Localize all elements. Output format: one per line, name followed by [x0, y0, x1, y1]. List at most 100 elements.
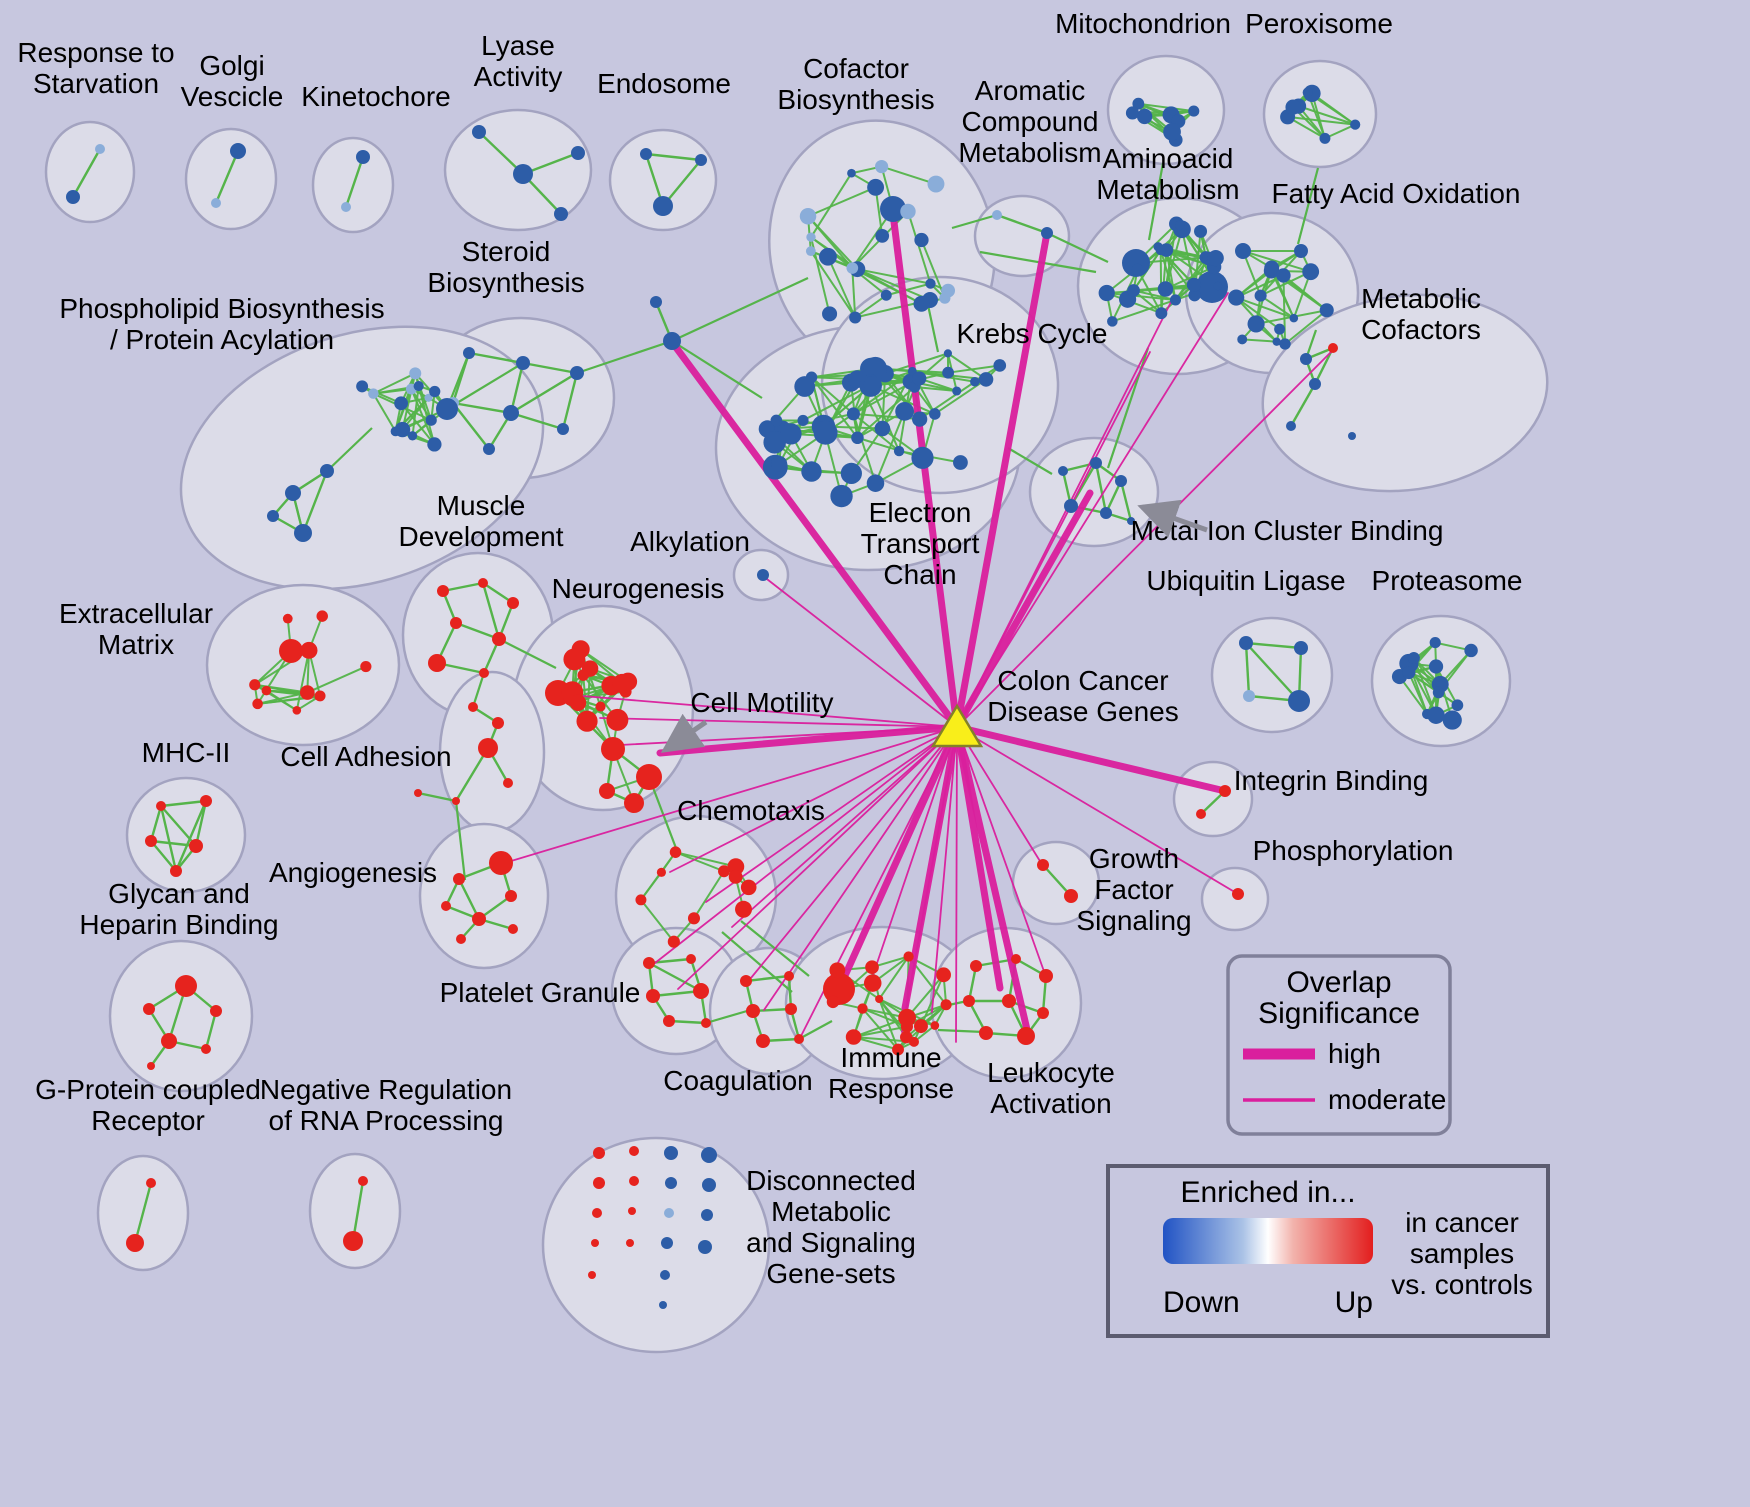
gene-set-node: [857, 1003, 868, 1014]
gene-set-node: [557, 423, 569, 435]
gene-set-node: [316, 610, 328, 622]
gene-set-node: [95, 144, 105, 154]
gene-set-node: [1294, 244, 1308, 258]
gene-set-node: [261, 685, 272, 696]
cluster-golgi-vescicle-ellipse: [184, 127, 278, 231]
gene-set-node: [516, 356, 530, 370]
gene-set-node: [927, 175, 945, 193]
cluster-golgi-vescicle-edges: [214, 150, 240, 204]
cluster-response-to-starvation-nodes: [66, 144, 105, 204]
gene-set-node: [826, 995, 840, 1009]
cluster-krebs-etc-label: Krebs Cycle: [957, 318, 1108, 349]
gene-set-node: [267, 510, 279, 522]
gene-set-node: [407, 431, 418, 441]
gene-set-overlap-edge: [410, 388, 436, 445]
cluster-negative-regulation-of-rna-processing-edges: [351, 1180, 365, 1242]
overlap-significance-moderate-edge: [762, 575, 958, 728]
gene-set-node: [846, 262, 859, 274]
gene-set-node: [1186, 277, 1202, 292]
inter-cluster-edge: [1296, 167, 1320, 245]
gene-set-node: [1115, 475, 1127, 487]
gene-set-node: [201, 1044, 211, 1054]
gene-set-node: [813, 420, 838, 445]
gene-set-node: [356, 380, 369, 393]
gene-set-node: [390, 426, 401, 437]
overlap-significance-moderate-edge: [956, 726, 1044, 867]
gene-set-overlap-edge: [881, 165, 937, 185]
gene-set-overlap-edge: [452, 402, 490, 450]
gene-set-node: [640, 148, 652, 160]
inter-cluster-edge: [446, 362, 524, 410]
gene-set-overlap-edge: [854, 294, 887, 319]
gene-set-overlap-edge: [810, 250, 856, 319]
gene-set-node: [952, 386, 962, 396]
gene-set-overlap-edge: [149, 805, 163, 842]
gene-set-node: [1237, 334, 1248, 345]
overlap-significance-moderate-edge: [956, 726, 1239, 895]
gene-set-node: [914, 232, 929, 248]
gene-set-node: [667, 935, 680, 948]
gene-set-node: [425, 414, 437, 426]
gene-set-overlap-edge: [150, 840, 177, 872]
gene-set-overlap-edge: [1138, 102, 1194, 113]
gene-set-overlap-edge: [1245, 641, 1302, 650]
gene-set-node: [1289, 313, 1299, 323]
gene-set-node: [656, 867, 667, 877]
enrichment-scale-up-label: Up: [1335, 1286, 1373, 1319]
overlap-significance-high-edge: [656, 723, 961, 757]
gene-set-node: [571, 146, 585, 160]
gene-set-overlap-edge: [1242, 338, 1277, 343]
gene-set-overlap-edge: [645, 152, 702, 162]
gene-set-node: [866, 474, 885, 492]
gene-set-node: [1188, 105, 1200, 117]
gene-set-node: [701, 1209, 713, 1221]
gene-set-overlap-edge: [640, 871, 663, 901]
gene-set-overlap-edge: [344, 156, 365, 208]
gene-set-node: [661, 1237, 673, 1249]
gene-set-node: [663, 332, 681, 350]
gene-set-node: [799, 207, 817, 225]
gene-set-overlap-edge: [510, 371, 578, 415]
gene-set-node: [875, 229, 890, 243]
cluster-alkylation-label: Alkylation: [630, 526, 750, 557]
overlap-significance-moderate-edge: [745, 726, 958, 985]
gene-set-node: [735, 900, 752, 918]
gene-set-node: [913, 1019, 928, 1034]
gene-set-overlap-edge: [509, 362, 525, 414]
gene-set-overlap-edge: [861, 1007, 899, 1051]
cluster-kinetochore-nodes: [341, 150, 370, 212]
gene-set-node: [687, 912, 700, 925]
cluster-kinetochore-edges: [344, 156, 365, 208]
gene-set-node: [592, 1208, 602, 1218]
gene-set-node: [771, 455, 788, 472]
gene-set-overlap-edge: [810, 376, 855, 415]
gene-set-node: [1064, 499, 1078, 513]
cluster-endosome-nodes: [640, 148, 707, 216]
overlap-significance-moderate-edge: [731, 726, 958, 928]
gene-set-overlap-edge: [214, 150, 240, 204]
gene-set-node: [1288, 690, 1310, 712]
gene-set-node: [646, 989, 660, 1003]
gene-set-node: [1243, 690, 1255, 702]
gene-set-node: [1239, 636, 1253, 650]
gene-set-node: [429, 385, 441, 398]
gene-set-node: [829, 962, 846, 979]
gene-set-node: [478, 578, 488, 588]
gene-set-node: [874, 420, 891, 437]
gene-set-node: [591, 1239, 599, 1247]
gene-set-overlap-edge: [160, 799, 207, 808]
cluster-mitochondrion-nodes: [1125, 97, 1200, 147]
gene-set-node: [912, 371, 927, 386]
gene-set-node: [453, 873, 465, 885]
overlap-significance-moderate-edge: [705, 726, 958, 903]
overlap-significance-moderate-edge: [901, 726, 958, 1033]
gene-set-overlap-edge: [1260, 270, 1312, 297]
gene-set-overlap-edge: [174, 800, 208, 872]
gene-set-node: [701, 1018, 711, 1028]
gene-set-node: [1286, 421, 1296, 431]
cluster-immune-response-nodes: [823, 951, 952, 1056]
cluster-phospholipid-biosynthesis-nodes: [267, 367, 458, 542]
